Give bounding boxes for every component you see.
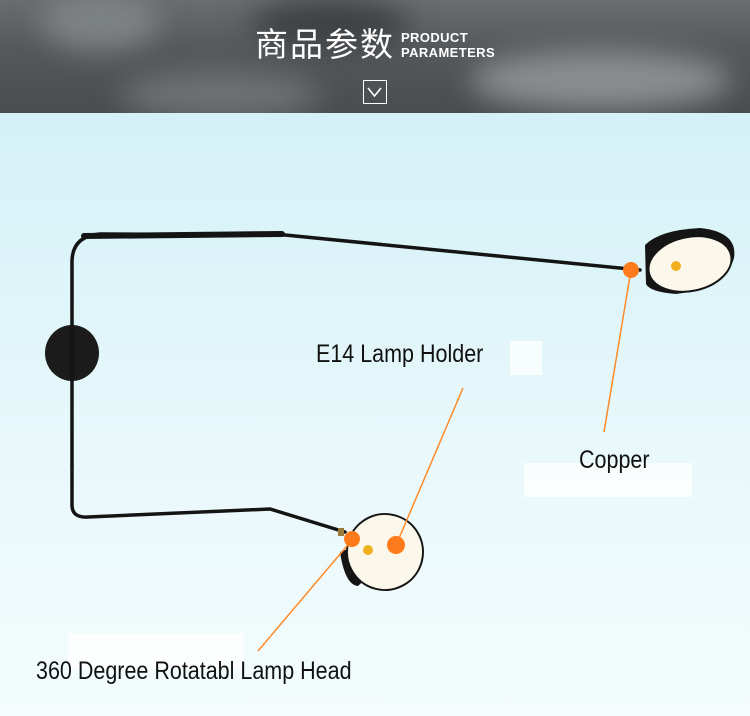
subtitle-line-1: PRODUCT <box>400 29 469 45</box>
callout-dot-lamp-head <box>344 531 360 547</box>
callout-label-lamp-holder: E14 Lamp Holder <box>316 340 484 368</box>
callout-line-lamp-holder <box>396 387 464 544</box>
callout-line-copper <box>603 269 632 433</box>
scroll-down-button[interactable] <box>363 80 387 104</box>
banner-background-blur <box>470 50 730 110</box>
callout-dot-copper <box>623 262 639 278</box>
header-banner: 商品参数 PRODUCT PARAMETERS <box>0 0 750 113</box>
callout-dot-lamp-holder <box>387 536 405 554</box>
subtitle-line-2: PARAMETERS <box>400 44 496 60</box>
callout-line-lamp-head <box>257 539 353 652</box>
upper-arm-sleeve <box>81 231 285 239</box>
callout-label-lamp-head: 360 Degree Rotatabl Lamp Head <box>36 657 352 685</box>
copper-joint <box>338 528 344 536</box>
upper-lamp-shade <box>645 228 735 294</box>
label-backdrop <box>68 633 244 669</box>
banner-background-blur <box>250 0 410 50</box>
callout-label-copper: Copper <box>579 446 650 474</box>
page-subtitle: PRODUCT PARAMETERS <box>401 30 495 60</box>
banner-background-blur <box>40 0 160 50</box>
label-backdrop <box>524 463 692 497</box>
banner-background-blur <box>120 70 320 113</box>
product-photo <box>0 113 750 716</box>
page-title: 商品参数 <box>254 26 395 63</box>
banner-title: 商品参数 PRODUCT PARAMETERS <box>0 28 750 61</box>
lower-arm <box>70 464 347 534</box>
label-backdrop <box>510 341 542 375</box>
lower-lamp-shade <box>338 513 424 591</box>
chevron-down-icon <box>367 87 382 98</box>
